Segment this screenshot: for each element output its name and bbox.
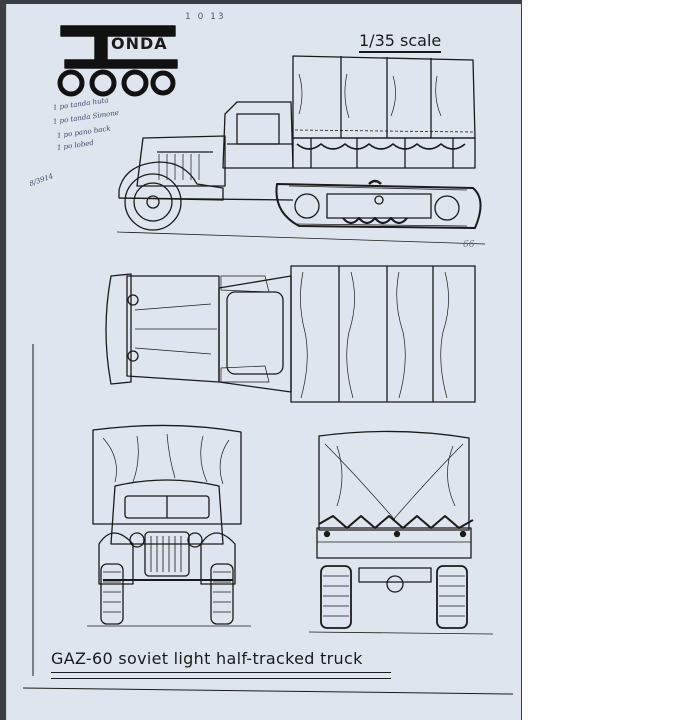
side-view-drawing [116,55,486,245]
page-mark: 66 [463,240,475,250]
front-view-drawing [87,424,251,627]
tonda-logo [57,25,178,97]
scale-label: 1/35 scale [359,31,442,53]
instruction-sheet: ONDA 1/35 scale 1 0 13 1 po tanda huta 1… [6,4,521,720]
logo-text: ONDA [111,34,168,53]
title-underline [51,672,391,679]
sheet-title: GAZ-60 soviet light half-tracked truck [51,649,363,668]
drawings-canvas [22,25,514,695]
rear-view-drawing [308,430,494,635]
reference-number: 1 0 13 [185,12,226,22]
top-view-drawing [105,265,476,403]
